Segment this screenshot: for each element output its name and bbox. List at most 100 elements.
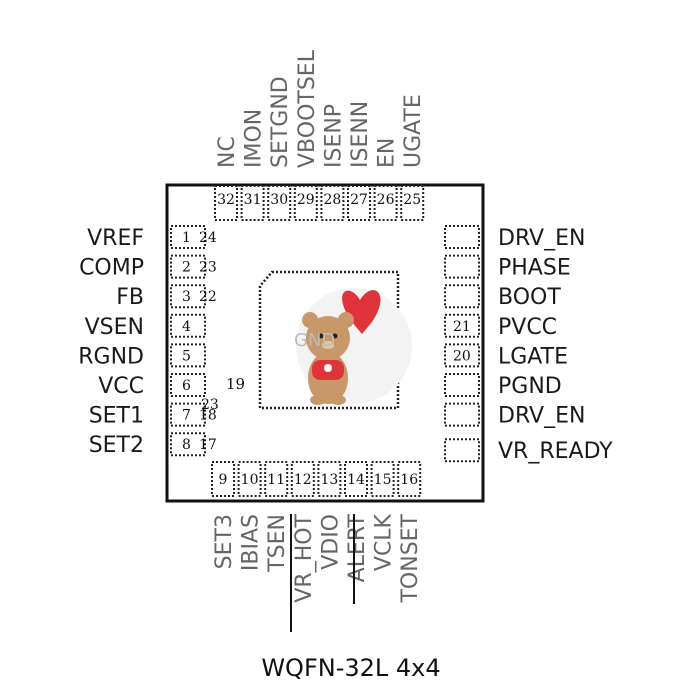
pin-label-vr-ready: VR_READY: [498, 439, 613, 464]
stray-pin-number: 23: [201, 397, 219, 413]
pin-number-6: 6: [182, 378, 191, 394]
top-pad-31: [240, 185, 265, 221]
pin-number-10: 10: [241, 472, 259, 488]
pin-label-ibias: IBIAS: [239, 514, 264, 571]
top-pad-26: [373, 185, 398, 221]
pin-number-15: 15: [374, 472, 392, 488]
pin-label-vdio: VDIO: [318, 514, 343, 570]
pin-number-21: 21: [453, 319, 471, 335]
pin-number-28: 28: [323, 192, 341, 208]
pin-number-8: 8: [182, 437, 191, 453]
bottom-pad-15: [370, 461, 395, 497]
pin-label-tsen: TSEN: [265, 514, 290, 573]
pin-label-set2: SET2: [89, 433, 144, 458]
right-pad-5: [444, 343, 480, 368]
pin-label-drv-en: DRV_EN: [498, 226, 585, 251]
right-pad-8: [444, 438, 480, 463]
pin-label-alert: ALERT: [345, 513, 370, 582]
left-pad-7: [170, 402, 206, 427]
bottom-pad-14: [344, 461, 368, 497]
top-pad-27: [347, 185, 371, 221]
inner-pin-number-23: 23: [199, 260, 217, 276]
top-pad-32: [214, 185, 238, 221]
inner-pin-number-24: 24: [199, 230, 217, 246]
pin-number-20: 20: [453, 348, 471, 364]
inner-pin-number-22: 22: [199, 289, 217, 305]
pin-label-vcc: VCC: [98, 374, 144, 399]
right-pad-7: [444, 402, 480, 427]
inner-pin-number-17: 17: [199, 437, 217, 453]
bottom-pad-10: [237, 461, 262, 497]
right-pad-3: [444, 284, 480, 309]
bottom-pad-16: [397, 461, 422, 497]
pin-number-1: 1: [182, 230, 191, 246]
right-pad-4: [444, 313, 480, 338]
pin-label-fb: FB: [116, 285, 144, 310]
pin-number-13: 13: [320, 472, 338, 488]
right-pad-6: [444, 373, 480, 397]
pin-number-32: 32: [217, 192, 235, 208]
bear-illustration-icon: [296, 288, 412, 405]
left-pad-8: [170, 432, 206, 457]
pin-number-4: 4: [182, 319, 191, 335]
pin-label-pgnd: PGND: [498, 374, 562, 399]
pin-number-2: 2: [182, 260, 191, 276]
pin-label-vref: VREF: [87, 226, 144, 251]
pin-label-drv-en: DRV_EN: [498, 404, 585, 429]
pin-label-lgate: LGATE: [498, 344, 568, 369]
left-pad-5: [170, 343, 206, 368]
pin-label-imon: IMON: [242, 109, 267, 168]
left-pad-3: [170, 284, 206, 309]
pin-number-31: 31: [244, 192, 262, 208]
top-pad-30: [267, 185, 292, 221]
pin-label-isenp: ISENP: [321, 104, 346, 168]
pin-number-26: 26: [377, 192, 395, 208]
left-pad-4: [170, 313, 206, 338]
pin-number-3: 3: [182, 289, 191, 305]
pin-number-29: 29: [297, 192, 315, 208]
package-name: WQFN-32L 4x4: [261, 654, 440, 682]
bottom-pad-9: [211, 461, 235, 497]
bottom-pad-11: [264, 461, 289, 497]
pin-label-en: EN: [375, 138, 400, 168]
pin-label-setgnd: SETGND: [268, 76, 293, 168]
bottom-pad-13: [317, 461, 342, 497]
gnd-label: GND: [294, 330, 335, 351]
pin-label-vclk: VCLK: [372, 513, 397, 571]
top-pad-29: [293, 185, 318, 221]
center-pin-number: 19: [226, 375, 245, 393]
right-pad-1: [444, 225, 480, 249]
pin-label-nc: NC: [215, 136, 240, 168]
pin-label-rgnd: RGND: [78, 344, 144, 369]
pin-number-25: 25: [403, 192, 421, 208]
pin-label-pvcc: PVCC: [498, 315, 557, 340]
pin-number-30: 30: [270, 192, 288, 208]
pin-number-9: 9: [219, 472, 228, 488]
pin-label-phase: PHASE: [498, 256, 571, 281]
pin-number-12: 12: [294, 472, 312, 488]
pin-label-comp: COMP: [79, 256, 144, 281]
inner-pin-number-18: 18: [199, 408, 217, 424]
left-pad-1: [170, 225, 206, 249]
top-pad-28: [320, 185, 345, 221]
left-pad-2: [170, 254, 206, 279]
right-pad-2: [444, 254, 480, 279]
pin-number-5: 5: [182, 348, 191, 364]
pin-label-vsen: VSEN: [85, 315, 144, 340]
pin-number-16: 16: [400, 472, 418, 488]
pin-number-7: 7: [182, 408, 191, 424]
exposed-pad: [258, 270, 400, 410]
pin-label-vr-hot: VR_HOT: [292, 513, 317, 602]
pin-label-boot: BOOT: [498, 285, 561, 310]
left-pad-6: [170, 373, 206, 397]
pin-number-27: 27: [350, 192, 368, 208]
pin-number-11: 11: [267, 472, 285, 488]
pin-label-tonset: TONSET: [398, 513, 423, 603]
pin-label-ugate: UGATE: [401, 94, 426, 168]
pin-label-vbootsel: VBOOTSEL: [295, 49, 320, 168]
bottom-pad-12: [290, 461, 315, 497]
top-pad-25: [400, 185, 425, 221]
pin-number-14: 14: [347, 472, 365, 488]
pin-label-set3: SET3: [212, 514, 237, 569]
